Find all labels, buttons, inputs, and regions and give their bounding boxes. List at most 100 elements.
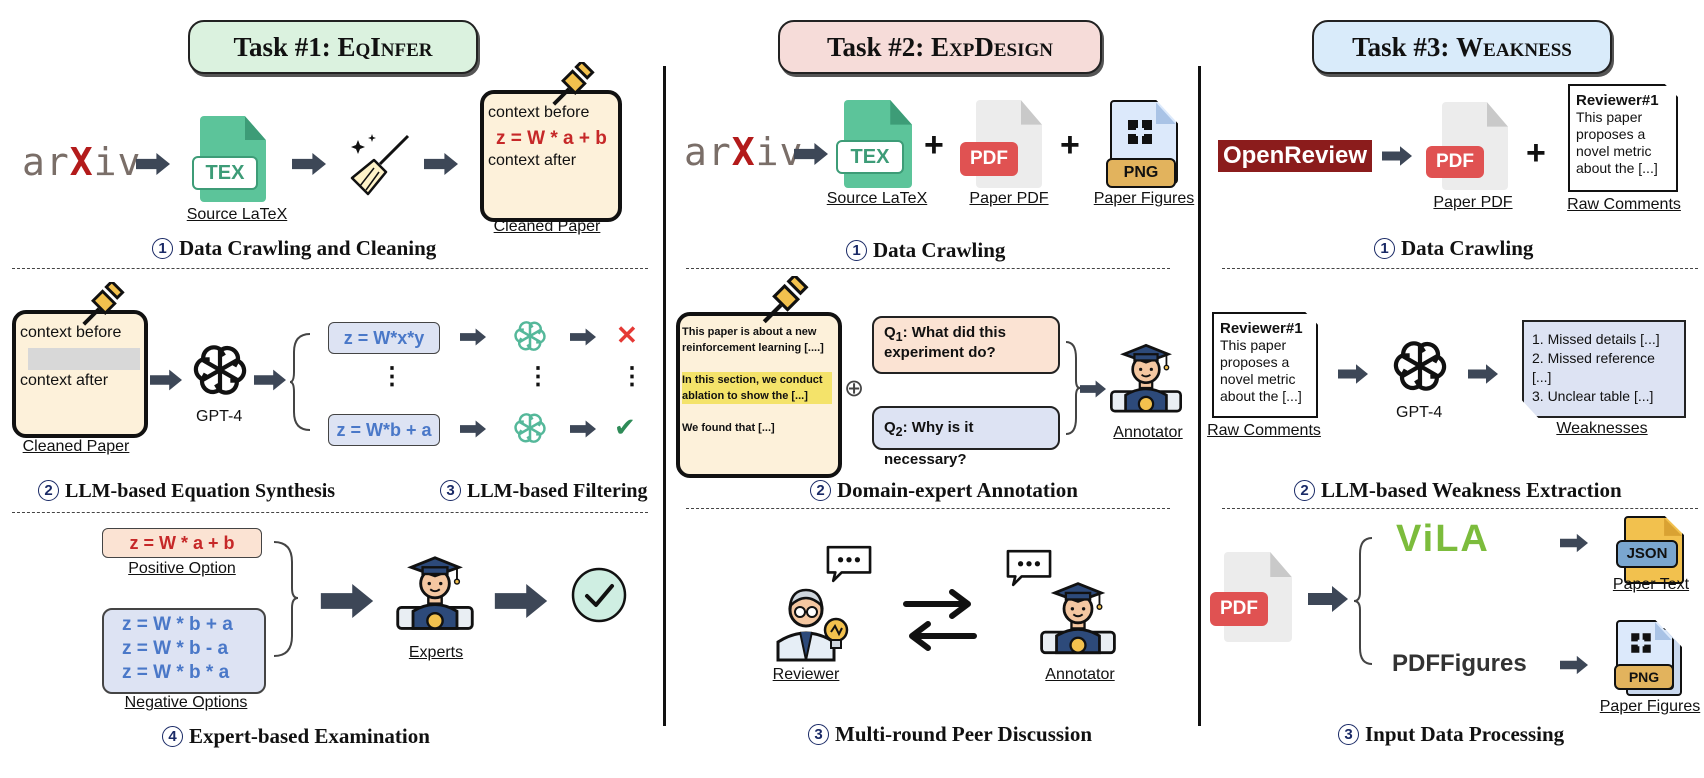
note-title: Reviewer#1 <box>1220 320 1303 337</box>
arrow-icon <box>314 584 380 618</box>
pdf-label: PDF <box>960 142 1018 176</box>
plus-sign: + <box>1060 126 1080 164</box>
arrow-icon <box>570 326 596 348</box>
arrow-icon <box>424 152 458 176</box>
negative-option: z = W * b * a <box>122 662 230 683</box>
circled-number: 1 <box>1374 238 1395 259</box>
row-divider <box>12 512 648 513</box>
positive-option: z = W * a + b <box>102 528 262 558</box>
negative-options-caption: Negative Options <box>124 694 248 711</box>
task1-name: EqInfer <box>337 32 433 62</box>
raw-comments-caption: Raw Comments <box>1567 196 1681 213</box>
gpt4-label: GPT-4 <box>196 408 243 425</box>
paper-text-caption: Paper Text <box>1612 576 1690 593</box>
annotator-icon <box>1036 578 1120 662</box>
bracket <box>289 333 311 431</box>
step-label: LLM-based Weakness Extraction <box>1321 478 1622 502</box>
circled-number: 2 <box>1294 480 1315 501</box>
masked-equation <box>28 348 140 370</box>
paper-context-before: context before <box>488 104 590 121</box>
arxiv-text: iv <box>93 140 142 184</box>
accept-icon: ✔ <box>614 412 636 442</box>
task3-name: Weakness <box>1456 32 1572 62</box>
cleaned-paper-scroll <box>480 90 622 222</box>
reviewer-icon <box>776 588 849 662</box>
step-weakness-extraction: 2 LLM-based Weakness Extraction <box>1294 478 1622 503</box>
reviewer-comment-note: Reviewer#1 This paper proposes a novel m… <box>1568 84 1678 192</box>
question-2-box: Q2: Why is it necessary? <box>872 406 1060 468</box>
openai-icon <box>1390 336 1450 396</box>
annotator-caption: Annotator <box>1113 424 1183 441</box>
paper-figures-caption: Paper Figures <box>1093 190 1195 207</box>
paper-line: We found that [...] <box>682 422 775 434</box>
openai-icon <box>190 340 250 400</box>
question-1-text: : What did this experiment do? <box>884 324 1006 361</box>
circled-number: 1 <box>846 240 867 261</box>
annotator-icon <box>1106 340 1186 420</box>
tex-label: TEX <box>192 156 258 190</box>
task1-title: Task #1: EqInfer <box>188 20 478 74</box>
exchange-arrows-icon <box>903 589 977 651</box>
pin-icon <box>78 282 126 330</box>
task2-name: ExpDesign <box>931 32 1053 62</box>
bracket <box>1353 537 1373 665</box>
step-equation-synthesis: 2 LLM-based Equation Synthesis <box>38 480 335 503</box>
column-divider-2 <box>1198 66 1201 726</box>
negative-option: z = W * b - a <box>122 638 229 659</box>
json-label: JSON <box>1616 540 1678 568</box>
arrow-icon <box>1382 144 1412 168</box>
candidate-equation: z = W*x*y <box>328 322 440 354</box>
expert-icon <box>392 552 478 638</box>
positive-option-caption: Positive Option <box>128 560 236 577</box>
weakness-item: 2. Missed reference [...] <box>1532 350 1655 385</box>
q-letter: Q <box>884 419 896 436</box>
vertical-ellipsis: ⋮ <box>526 363 550 390</box>
pdffigures-logo: PDFFigures <box>1392 650 1527 677</box>
step-label: Domain-expert Annotation <box>837 478 1078 502</box>
note-body: This paper proposes a novel metric about… <box>1576 109 1658 176</box>
question-1-box: Q1: What did this experiment do? <box>872 316 1060 374</box>
openai-icon <box>512 410 548 446</box>
row-divider <box>1222 268 1698 269</box>
note-body: This paper proposes a novel metric about… <box>1220 337 1302 404</box>
paper-line: This paper is about a new reinforcement … <box>682 326 824 354</box>
row-divider <box>686 508 1170 509</box>
pin-icon <box>758 276 810 328</box>
paper-figures-caption: Paper Figures <box>1599 698 1701 715</box>
column-divider-1 <box>663 66 666 726</box>
circled-number: 2 <box>38 480 59 501</box>
arrow-icon <box>794 142 828 166</box>
highlighted-paper-line: In this section, we conduct ablation to … <box>682 372 832 404</box>
step-label: Expert-based Examination <box>189 724 430 748</box>
step-domain-expert-annotation: 2 Domain-expert Annotation <box>810 478 1078 503</box>
bracket <box>1065 341 1081 435</box>
row-divider <box>12 268 648 269</box>
source-latex-caption: Source LaTeX <box>826 190 928 207</box>
q-subscript: 1 <box>895 330 903 344</box>
arrow-icon <box>460 326 486 348</box>
circled-number: 2 <box>810 480 831 501</box>
q-subscript: 2 <box>895 425 903 439</box>
circled-number: 3 <box>808 724 829 745</box>
step-label: LLM-based Equation Synthesis <box>65 480 336 502</box>
broom-icon <box>350 134 410 196</box>
oplus-icon: ⊕ <box>844 375 865 402</box>
bracket <box>273 541 299 657</box>
weakness-item: 3. Unclear table [...] <box>1532 388 1654 404</box>
step-label: Multi-round Peer Discussion <box>835 722 1093 746</box>
figure-grid-icon <box>1631 633 1651 653</box>
question-2-text: : Why is it necessary? <box>884 419 974 468</box>
arrow-icon <box>488 584 554 618</box>
openreview-logo: OpenReview <box>1218 140 1372 172</box>
arxiv-x: X <box>69 140 94 184</box>
cleaned-paper-caption: Cleaned Paper <box>493 218 601 235</box>
paper-pdf-caption: Paper PDF <box>1433 194 1513 211</box>
plus-sign: + <box>1526 134 1546 172</box>
cleaned-paper-caption: Cleaned Paper <box>22 438 130 455</box>
reviewer-comment-note: Reviewer#1 This paper proposes a novel m… <box>1212 312 1318 418</box>
weakness-item: 1. Missed details [...] <box>1532 331 1660 347</box>
arxiv-logo: arXiv <box>22 140 141 184</box>
row-divider <box>1222 508 1698 509</box>
annotator-caption: Annotator <box>1045 666 1115 683</box>
